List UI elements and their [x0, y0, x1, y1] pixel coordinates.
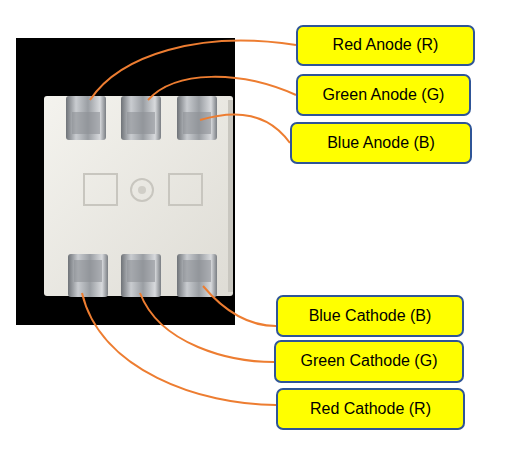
leader-line [90, 41, 296, 100]
pin-face [74, 260, 102, 282]
pin-label: Blue Cathode (B) [309, 307, 432, 325]
package-mark [131, 179, 153, 201]
package-recess [169, 174, 202, 205]
pin-label: Green Cathode (G) [301, 352, 438, 370]
label-box: Blue Cathode (B) [276, 295, 464, 337]
pin [68, 254, 108, 297]
leader-line [82, 293, 276, 405]
pin-face [183, 260, 211, 282]
pin-label: Blue Anode (B) [327, 134, 435, 152]
package-mark [138, 186, 146, 194]
label-box: Green Cathode (G) [274, 340, 464, 383]
label-box: Blue Anode (B) [290, 122, 472, 164]
pin [66, 96, 106, 140]
pin [121, 96, 161, 140]
label-box: Red Anode (R) [296, 25, 475, 66]
label-box: Red Cathode (R) [276, 388, 465, 430]
pin-label: Red Anode (R) [333, 36, 439, 54]
pin-label: Green Anode (G) [323, 86, 445, 104]
label-box: Green Anode (G) [296, 74, 471, 116]
pin-face [72, 112, 100, 134]
pin [177, 254, 217, 297]
leader-line [200, 114, 290, 143]
package-edge [228, 100, 233, 292]
pin-label: Red Cathode (R) [310, 400, 431, 418]
leader-line [203, 286, 276, 326]
pin-face [127, 112, 155, 134]
photo-background [16, 38, 235, 325]
pin-face [127, 260, 155, 282]
pin [121, 254, 161, 297]
package-recess [84, 174, 117, 205]
leader-line [140, 293, 274, 362]
led-package [44, 96, 233, 296]
leader-line [148, 77, 296, 100]
pin-face [183, 112, 211, 134]
